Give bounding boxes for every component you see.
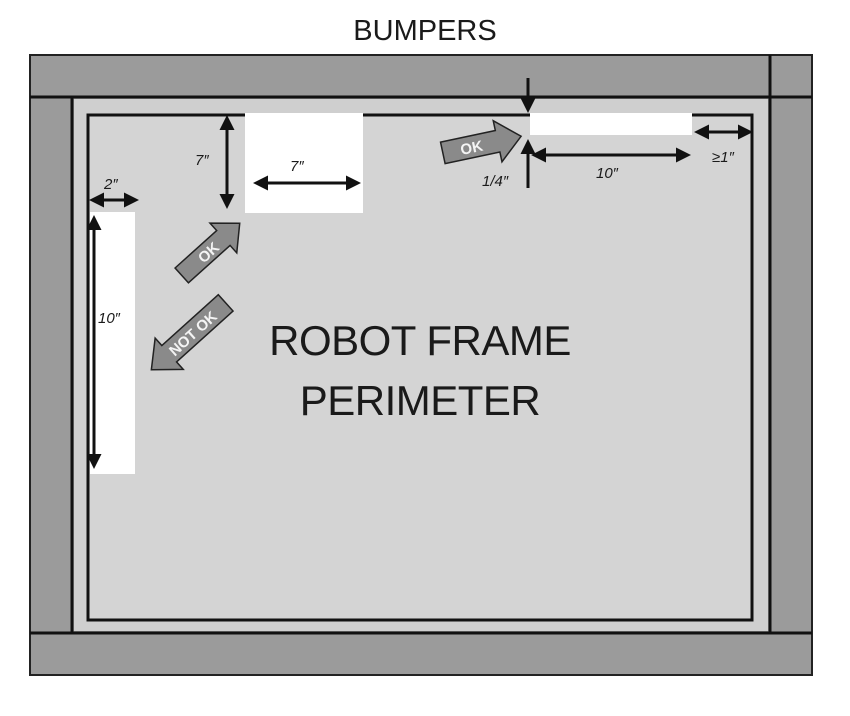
left-gap — [90, 212, 135, 474]
top-gap — [530, 113, 692, 135]
ok-top-callout: OK — [439, 119, 523, 165]
not-ok-arrow-shape — [150, 293, 235, 371]
top-gap-length-label: 10″ — [596, 165, 619, 182]
left-gap-width-label: 2″ — [103, 176, 118, 193]
corner-min-label: ≥1″ — [712, 149, 735, 166]
corner-notch-gap — [245, 113, 363, 213]
ok-corner-arrow-shape — [174, 222, 241, 284]
notch-depth-label: 7″ — [195, 152, 209, 169]
ok-top-text: OK — [459, 138, 485, 159]
ok-top-arrow-shape — [439, 119, 523, 165]
top-gap-depth-label: 1/4″ — [482, 173, 509, 190]
frame-label-line1: ROBOT FRAME — [269, 317, 571, 364]
frame-label-line2: PERIMETER — [300, 377, 541, 424]
left-gap-length-label: 10″ — [98, 310, 121, 327]
notch-width-label: 7″ — [290, 158, 304, 175]
diagram-title: BUMPERS — [353, 15, 496, 47]
robot-frame — [86, 113, 754, 622]
